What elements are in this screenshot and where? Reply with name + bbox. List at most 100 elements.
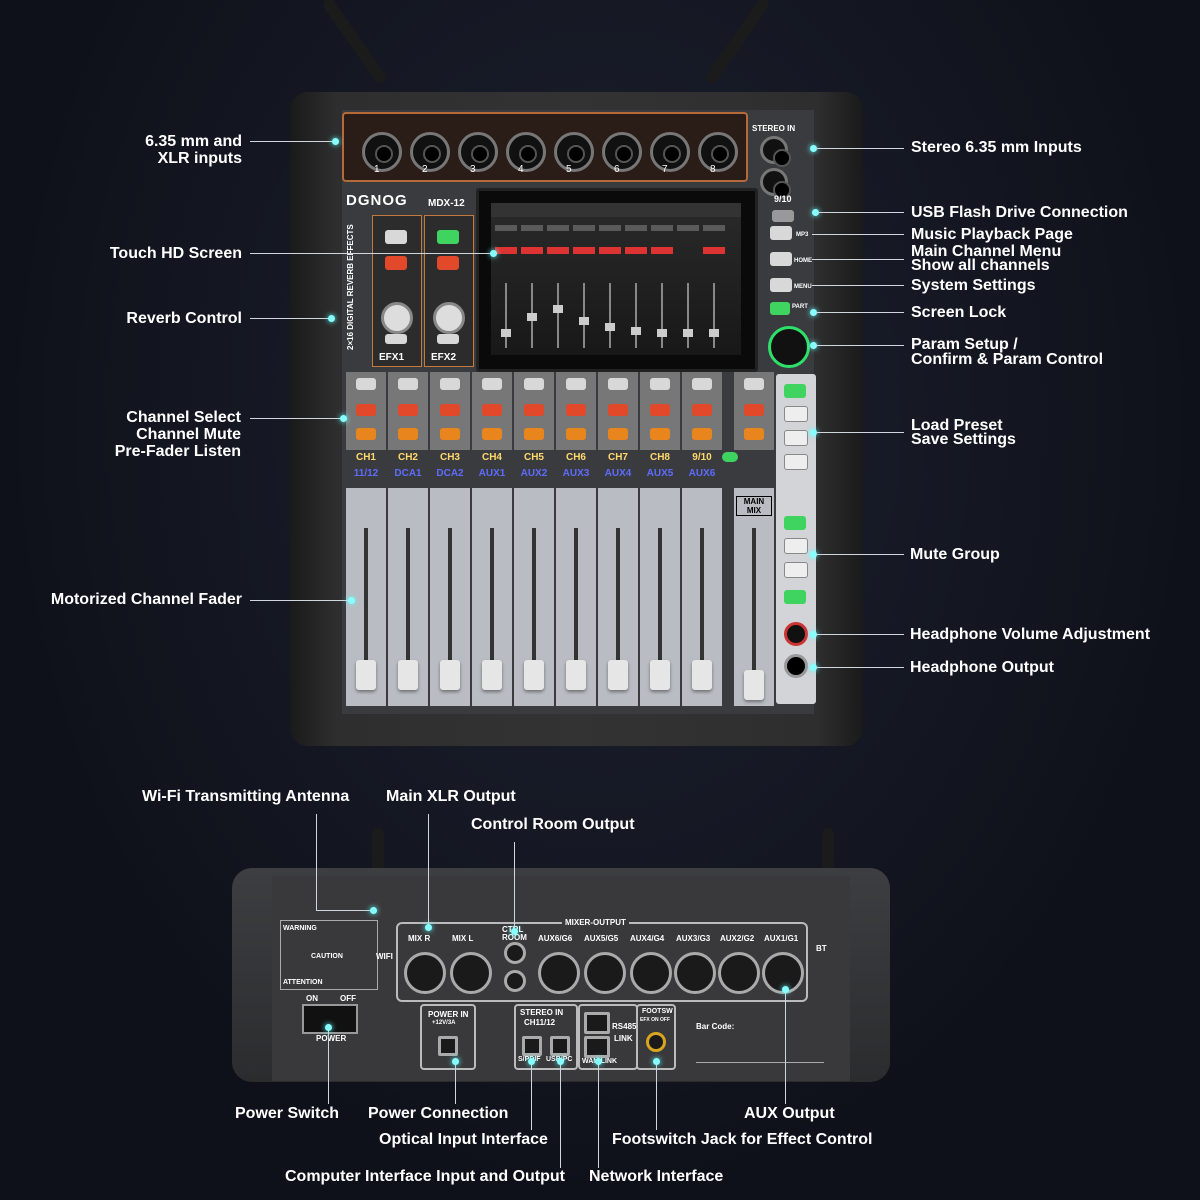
efx2-volume-knob[interactable] — [433, 302, 465, 334]
xlr-input-3[interactable] — [458, 132, 498, 172]
main-sel-button[interactable] — [744, 378, 764, 390]
mix-r-xlr-output[interactable] — [404, 952, 446, 994]
channel-mute-button[interactable] — [692, 404, 712, 416]
xlr-input-4[interactable] — [506, 132, 546, 172]
efx1-section: EFX1 — [372, 215, 422, 367]
channel-sel-button[interactable] — [482, 378, 502, 390]
rs485-port[interactable] — [584, 1012, 610, 1034]
home-button[interactable] — [770, 252, 792, 266]
channel-sel-button[interactable] — [566, 378, 586, 390]
screen-lock-button[interactable] — [770, 302, 790, 315]
xlr-input-6[interactable] — [602, 132, 642, 172]
stereo-jack-r[interactable] — [760, 168, 791, 199]
aux2-xlr-output[interactable] — [718, 952, 760, 994]
efx1-tap-button[interactable] — [385, 334, 407, 344]
dc-power-jack[interactable] — [438, 1036, 458, 1056]
brand-logo: DGNOG — [346, 192, 408, 209]
channel-pfl-button[interactable] — [398, 428, 418, 440]
channel-pfl-button[interactable] — [524, 428, 544, 440]
channel-pfl-button[interactable] — [482, 428, 502, 440]
channel-mute-button[interactable] — [440, 404, 460, 416]
xlr-input-8[interactable] — [698, 132, 738, 172]
main-fader-cap[interactable] — [744, 670, 764, 700]
channel-pfl-button[interactable] — [440, 428, 460, 440]
stereo-ch-rear-label: CH11/12 — [524, 1018, 556, 1027]
aux4-xlr-output[interactable] — [630, 952, 672, 994]
fader-cap[interactable] — [440, 660, 460, 690]
screen-content[interactable] — [491, 203, 741, 355]
wan-link-port[interactable] — [584, 1036, 610, 1058]
aux5-xlr-output[interactable] — [584, 952, 626, 994]
aux3-xlr-output[interactable] — [674, 952, 716, 994]
channel-sel-button[interactable] — [608, 378, 628, 390]
callout-dot — [452, 1058, 459, 1065]
efx1-volume-knob[interactable] — [381, 302, 413, 334]
channel-pfl-button[interactable] — [692, 428, 712, 440]
m2-button[interactable] — [784, 430, 808, 446]
fader-cap[interactable] — [398, 660, 418, 690]
headphone-volume-knob[interactable] — [784, 622, 808, 646]
xlr-input-5[interactable] — [554, 132, 594, 172]
channel-pfl-button[interactable] — [356, 428, 376, 440]
fader-cap[interactable] — [524, 660, 544, 690]
channel-mute-button[interactable] — [650, 404, 670, 416]
control-encoder-knob[interactable] — [768, 326, 810, 368]
channel-sel-button[interactable] — [440, 378, 460, 390]
xlr-input-2[interactable] — [410, 132, 450, 172]
spdif-port[interactable] — [522, 1036, 542, 1056]
main-mute-button[interactable] — [744, 404, 764, 416]
efx1-sel-button[interactable] — [385, 230, 407, 244]
channel-mute-button[interactable] — [356, 404, 376, 416]
fader-cap[interactable] — [650, 660, 670, 690]
fader-cap[interactable] — [356, 660, 376, 690]
efx1-mute-button[interactable] — [385, 256, 407, 270]
m3-button[interactable] — [784, 454, 808, 470]
footswitch-jack[interactable] — [646, 1032, 666, 1052]
channel-name: CH8 — [649, 452, 670, 463]
fader-cap[interactable] — [482, 660, 502, 690]
mix-l-xlr-output[interactable] — [450, 952, 492, 994]
channel-mute-button[interactable] — [398, 404, 418, 416]
channel-mute-button[interactable] — [566, 404, 586, 416]
channel-pfl-button[interactable] — [566, 428, 586, 440]
ctrl-room-jack-r[interactable] — [504, 970, 526, 992]
channel-mute-button[interactable] — [608, 404, 628, 416]
channel-sel-button[interactable] — [398, 378, 418, 390]
xlr-input-7[interactable] — [650, 132, 690, 172]
usb-pc-port[interactable] — [550, 1036, 570, 1056]
xlr-input-1[interactable] — [362, 132, 402, 172]
main-pfl-button[interactable] — [744, 428, 764, 440]
leader-antenna — [316, 814, 317, 910]
efx2-tap-button[interactable] — [437, 334, 459, 344]
channel-pfl-button[interactable] — [608, 428, 628, 440]
mute-group-mute-button[interactable] — [784, 516, 806, 530]
m1-button[interactable] — [784, 406, 808, 422]
efx2-mute-button[interactable] — [437, 256, 459, 270]
efx2-sel-button[interactable] — [437, 230, 459, 244]
mode-button[interactable] — [784, 384, 806, 398]
mute-group-2-button[interactable] — [784, 562, 808, 578]
ctrl-room-jack-l[interactable] — [504, 942, 526, 964]
mute-group-all-button[interactable] — [784, 590, 806, 604]
touch-screen[interactable] — [476, 188, 758, 372]
channel-sel-button[interactable] — [650, 378, 670, 390]
channel-sel-button[interactable] — [524, 378, 544, 390]
mp3-button[interactable] — [770, 226, 792, 240]
fader-cap[interactable] — [608, 660, 628, 690]
aux6-xlr-output[interactable] — [538, 952, 580, 994]
channel-mute-button[interactable] — [482, 404, 502, 416]
barcode-line — [696, 1062, 824, 1063]
fader-cap[interactable] — [692, 660, 712, 690]
fader-cap[interactable] — [566, 660, 586, 690]
channel-sel-button[interactable] — [356, 378, 376, 390]
menu-button[interactable] — [770, 278, 792, 292]
channel-mute-button[interactable] — [524, 404, 544, 416]
layers-button[interactable] — [722, 452, 738, 462]
stereo-jack-l[interactable] — [760, 136, 791, 167]
channel-sel-button[interactable] — [692, 378, 712, 390]
channel-strip — [682, 372, 722, 450]
mute-group-1-button[interactable] — [784, 538, 808, 554]
headphone-jack[interactable] — [784, 654, 808, 678]
channel-pfl-button[interactable] — [650, 428, 670, 440]
usb-port[interactable] — [772, 210, 794, 222]
